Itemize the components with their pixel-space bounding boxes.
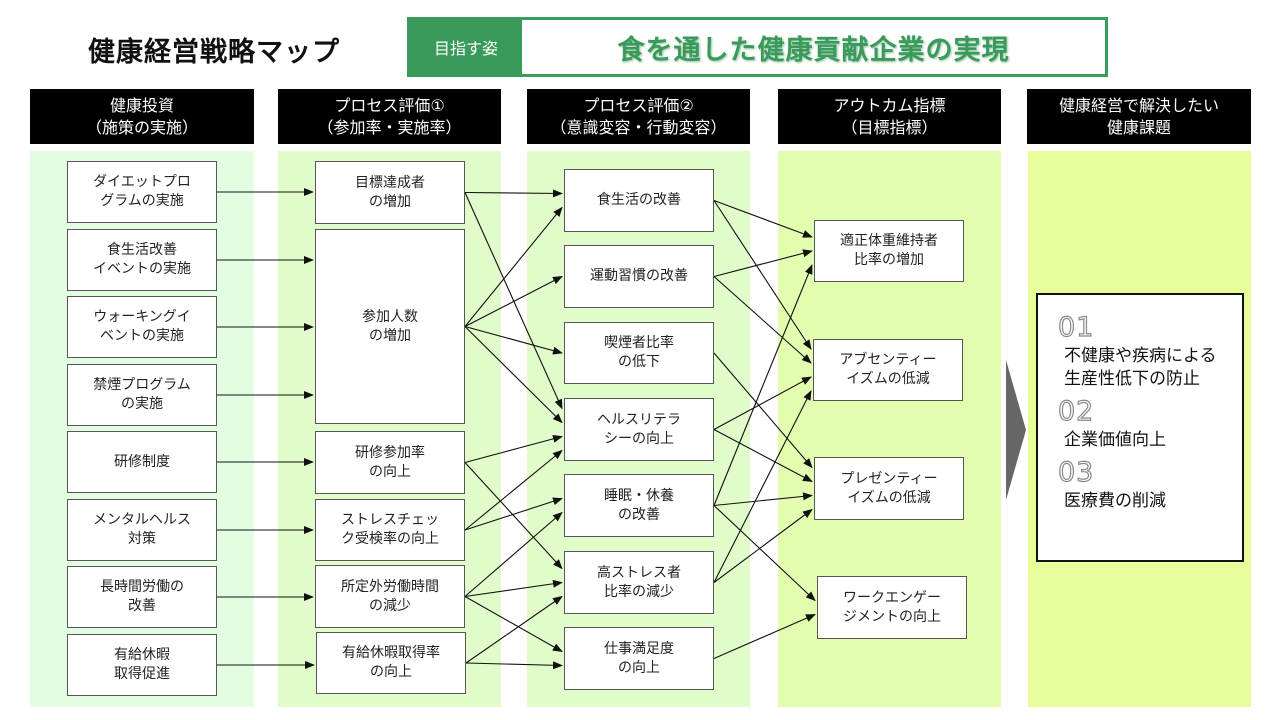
- issue-number: 03: [1057, 457, 1095, 488]
- process2-box: ヘルスリテラ シーの向上: [564, 398, 714, 461]
- health-issues-panel: 01 不健康や疾病による 生産性低下の防止 02 企業価値向上 03 医療費の削…: [1036, 293, 1244, 562]
- column-header-line2: （施策の実施）: [85, 117, 198, 137]
- goal-label: 目指す姿: [410, 20, 522, 74]
- issue-number: 01: [1057, 312, 1095, 343]
- column-header-line1: プロセス評価②: [583, 95, 694, 115]
- process1-box: 所定外労働時間 の減少: [315, 565, 465, 628]
- investment-box: 食生活改善 イベントの実施: [67, 229, 217, 291]
- column-header-line1: アウトカム指標: [833, 95, 946, 115]
- column-header-line1: 健康経営で解決したい: [1058, 95, 1219, 115]
- column-header-process2: プロセス評価② （意識変容・行動変容）: [527, 89, 750, 144]
- investment-box: メンタルヘルス 対策: [67, 499, 217, 561]
- column-header-issues: 健康経営で解決したい 健康課題: [1027, 89, 1251, 144]
- issue-text: 企業価値向上: [1064, 430, 1166, 450]
- process1-box: ストレスチェッ ク受検率の向上: [315, 499, 465, 561]
- page-title: 健康経営戦略マップ: [88, 37, 340, 68]
- issue-text: 医療費の削減: [1064, 491, 1166, 511]
- column-header-investment: 健康投資 （施策の実施）: [30, 89, 254, 144]
- column-header-line1: 健康投資: [109, 95, 174, 115]
- process2-box: 運動習慣の改善: [564, 245, 714, 308]
- goal-text: 食を通した健康貢献企業の実現: [617, 34, 1010, 66]
- process1-box: 研修参加率 の向上: [315, 431, 465, 494]
- process1-box: 参加人数 の増加: [315, 229, 465, 424]
- process1-box: 目標達成者 の増加: [315, 161, 465, 224]
- column-header-line2: （意識変容・行動変容）: [550, 117, 727, 137]
- investment-box: ダイエットプロ グラムの実施: [67, 161, 217, 223]
- process2-box: 食生活の改善: [564, 169, 714, 232]
- column-header-process1: プロセス評価① （参加率・実施率）: [278, 89, 501, 144]
- column-header-line2: 健康課題: [1106, 117, 1171, 137]
- outcome-box: 適正体重維持者 比率の増加: [814, 220, 964, 282]
- process2-box: 睡眠・休養 の改善: [564, 474, 714, 537]
- process2-box: 高ストレス者 比率の減少: [564, 551, 714, 614]
- column-header-line2: （参加率・実施率）: [317, 117, 462, 137]
- issue-number: 02: [1057, 396, 1095, 427]
- process2-box: 仕事満足度 の向上: [564, 627, 714, 690]
- issue-text: 不健康や疾病による 生産性低下の防止: [1064, 346, 1217, 389]
- column-header-line2: （目標指標）: [841, 117, 938, 137]
- outcome-box: アブセンティー イズムの低減: [813, 339, 963, 401]
- outcome-box: ワークエンゲー ジメントの向上: [817, 576, 967, 639]
- outcome-box: プレゼンティー イズムの低減: [814, 457, 964, 520]
- process2-box: 喫煙者比率 の低下: [564, 322, 714, 384]
- process1-box: 有給休暇取得率 の向上: [316, 632, 466, 694]
- investment-box: 有給休暇 取得促進: [67, 634, 217, 696]
- column-header-line1: プロセス評価①: [334, 95, 445, 115]
- investment-box: 長時間労働の 改善: [67, 566, 217, 628]
- investment-box: ウォーキングイ ベントの実施: [67, 296, 217, 358]
- investment-box: 禁煙プログラム の実施: [67, 364, 217, 426]
- investment-box: 研修制度: [67, 431, 217, 493]
- goal-banner: 目指す姿 食を通した健康貢献企業の実現: [407, 17, 1108, 77]
- column-header-outcome: アウトカム指標 （目標指標）: [778, 89, 1001, 144]
- chevron-right-icon: [1006, 360, 1026, 500]
